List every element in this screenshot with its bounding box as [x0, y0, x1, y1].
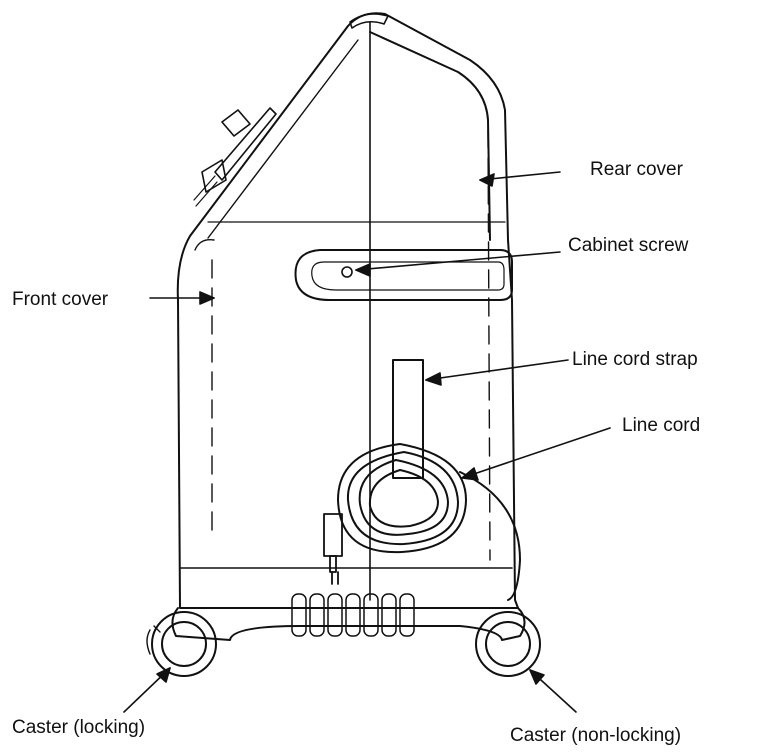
plug-icon: [323, 513, 343, 585]
caster-locking: [146, 611, 217, 677]
caster-non-locking-label: Caster (non-locking): [510, 725, 682, 746]
vent-grille: [291, 593, 415, 637]
base-frame: [171, 607, 526, 641]
line-cord-strap: [392, 359, 424, 479]
handle-recess: [294, 249, 513, 301]
line-cord-label: Line cord: [622, 415, 701, 436]
cabinet-screw-icon: [341, 266, 353, 278]
rear-cover-label: Rear cover: [590, 159, 683, 180]
cabinet-outline: [176, 12, 519, 609]
caster-locking-label: Caster (locking): [12, 717, 146, 738]
flowmeter: [221, 109, 251, 137]
rear-cover-outline: [369, 31, 491, 241]
leader-lines: [123, 171, 611, 713]
line-cord-strap-label: Line cord strap: [572, 349, 698, 370]
caster-non-locking: [475, 611, 541, 677]
front-cover-label: Front cover: [12, 289, 109, 310]
cabinet-screw-label: Cabinet screw: [568, 235, 689, 256]
line-cord: [337, 443, 521, 601]
top-knob: [349, 13, 389, 29]
control-panel: [214, 107, 277, 181]
